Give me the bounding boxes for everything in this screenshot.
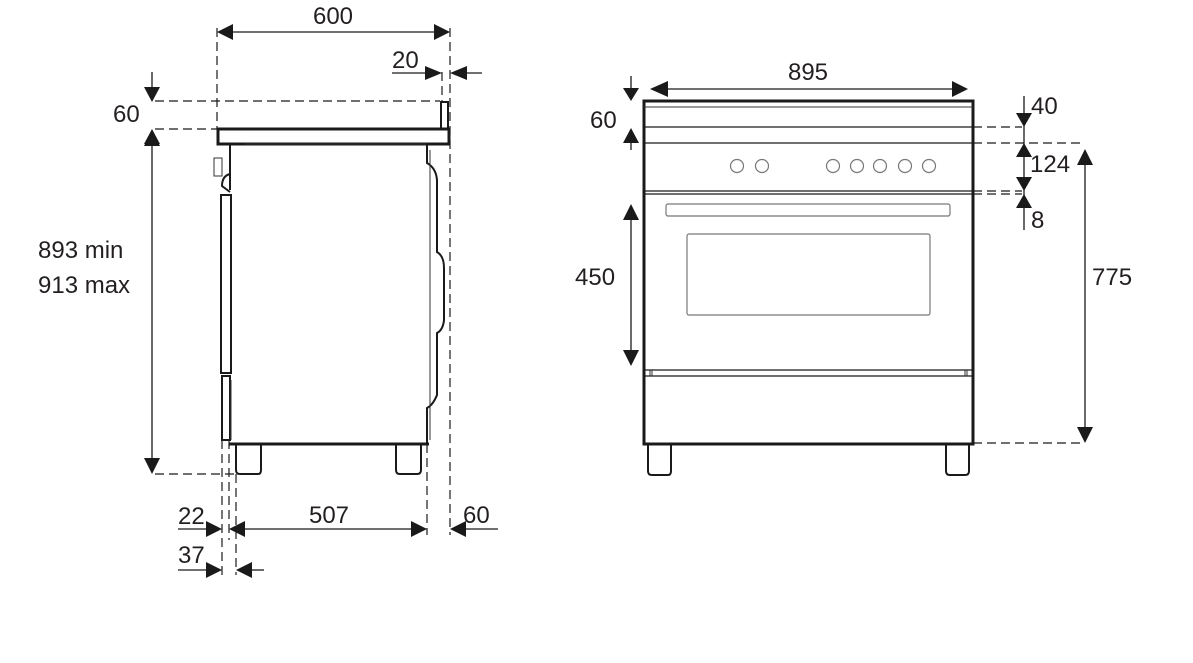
dimension-775: 775 — [973, 149, 1132, 444]
side-view: 600 20 60 893 min — [38, 3, 498, 578]
knob-icon — [754, 158, 770, 174]
dimension-right-stack: 40 124 8 — [973, 93, 1085, 234]
dimension-bottom-row: 22 507 60 — [178, 502, 498, 537]
dim-height-min: 893 min — [38, 237, 123, 264]
dimension-600: 600 — [217, 3, 450, 40]
dim-overall-width: 895 — [788, 59, 828, 86]
dim-top-band: 40 — [1031, 93, 1058, 120]
dimension-37: 37 — [178, 542, 264, 578]
dimension-60-side: 60 — [113, 72, 440, 144]
dim-foot-span: 507 — [309, 502, 349, 529]
dim-overall-depth: 600 — [313, 3, 353, 30]
dim-rear-clearance: 20 — [392, 47, 419, 74]
side-body — [213, 101, 451, 475]
front-view: 895 60 — [575, 59, 1132, 476]
knob-icon — [849, 158, 865, 174]
dimension-20: 20 — [392, 47, 482, 80]
dim-backguard-front: 60 — [590, 107, 617, 134]
dim-height-max: 913 max — [38, 272, 130, 299]
dim-backguard-side: 60 — [113, 101, 140, 128]
knob-icon — [872, 158, 888, 174]
dim-door-offset: 22 — [178, 503, 205, 530]
knob-icon — [825, 158, 841, 174]
dimension-450: 450 — [575, 204, 639, 366]
control-knobs — [729, 158, 937, 174]
knob-icon — [897, 158, 913, 174]
oven-door-handle — [665, 203, 951, 217]
knob-icon — [921, 158, 937, 174]
front-body — [642, 99, 975, 476]
oven-window — [686, 233, 931, 316]
dim-gap: 8 — [1031, 207, 1044, 234]
dim-body-height: 775 — [1092, 264, 1132, 291]
dim-rear-offset: 60 — [463, 502, 490, 529]
dimension-895: 895 — [650, 59, 968, 97]
dim-oven-door: 450 — [575, 264, 615, 291]
dimension-height: 893 min 913 max — [38, 130, 238, 475]
dim-control-panel: 124 — [1030, 151, 1070, 178]
knob-icon — [729, 158, 745, 174]
dim-foot-offset: 37 — [178, 542, 205, 569]
dimension-60-front: 60 — [590, 76, 639, 150]
